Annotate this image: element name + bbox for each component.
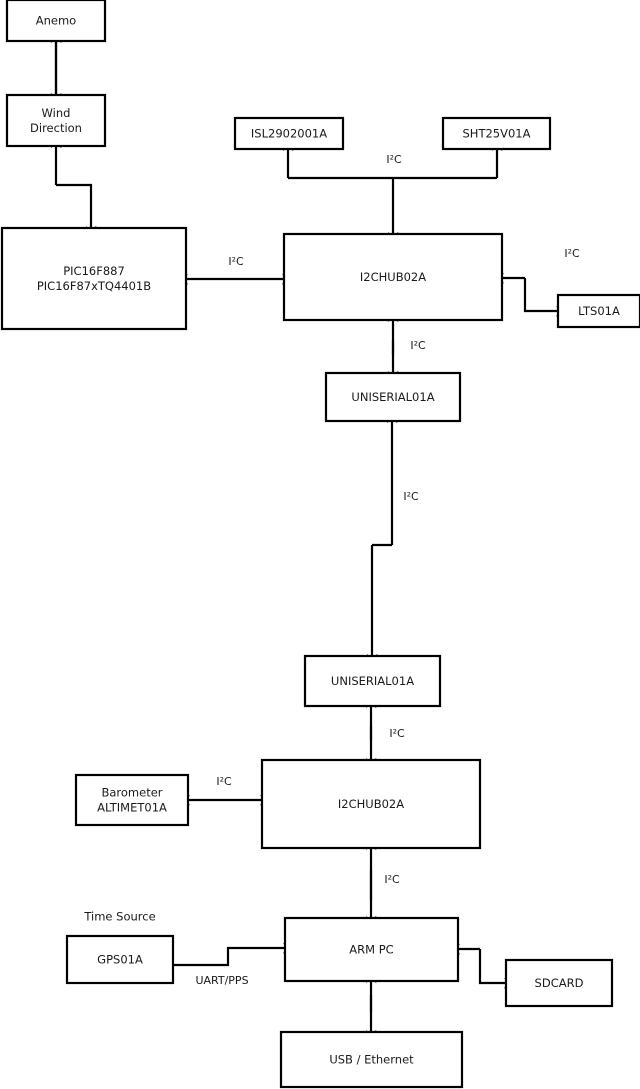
edge-label-lbl-uniserial-hub2: I²C bbox=[389, 727, 405, 740]
node-label-usbeth: USB / Ethernet bbox=[329, 1052, 414, 1066]
node-label-line: UNISERIAL01A bbox=[331, 674, 414, 688]
node-box-wind[interactable] bbox=[5, 93, 107, 148]
node-label-line: Barometer bbox=[101, 785, 162, 799]
label-layer: I²C I²C I²C I²C I²C I²C I²C I²C UART/PPS Time Sou… bbox=[83, 153, 580, 987]
node-label-line: SHT25V01A bbox=[463, 126, 531, 140]
connector-c-pic-wind-elbow bbox=[56, 183, 91, 228]
node-box-isl[interactable] bbox=[233, 116, 345, 151]
edge-label-lbl-uniserial-link: I²C bbox=[403, 490, 419, 503]
connector-c-gps-arm bbox=[173, 948, 285, 967]
node-armpc[interactable]: ARM PC bbox=[283, 916, 460, 983]
node-sht[interactable]: SHT25V01A bbox=[441, 116, 552, 151]
node-box-hub_bot[interactable] bbox=[260, 758, 482, 850]
node-box-armpc[interactable] bbox=[283, 916, 460, 983]
node-label-line: ALTIMET01A bbox=[97, 800, 167, 814]
node-label-line: Anemo bbox=[36, 13, 76, 27]
node-box-usbeth[interactable] bbox=[279, 1030, 464, 1089]
node-label-gps: GPS01A bbox=[97, 952, 143, 966]
node-label-lts: LTS01A bbox=[578, 304, 620, 318]
node-hub_bot[interactable]: I2CHUB02A bbox=[260, 758, 482, 850]
node-label-anemo: Anemo bbox=[36, 13, 76, 27]
node-label-line: GPS01A bbox=[97, 952, 143, 966]
node-box-sht[interactable] bbox=[441, 116, 552, 151]
node-box-barometer[interactable] bbox=[74, 773, 190, 827]
node-usbeth[interactable]: USB / Ethernet bbox=[279, 1030, 464, 1089]
edge-label-lbl-gps-armpc: UART/PPS bbox=[195, 974, 248, 987]
node-hub_top[interactable]: I2CHUB02A bbox=[282, 232, 504, 322]
node-label-line: UNISERIAL01A bbox=[351, 390, 434, 404]
edge-label-lbl-hub-lts: I²C bbox=[564, 247, 580, 260]
connector-c-sd-elbow bbox=[478, 949, 506, 983]
node-label-line: LTS01A bbox=[578, 304, 620, 318]
node-uniserial_lo[interactable]: UNISERIAL01A bbox=[303, 654, 442, 708]
node-label-line: USB / Ethernet bbox=[329, 1052, 414, 1066]
connector-c-lts-elbow bbox=[523, 278, 558, 311]
node-label-line: Wind bbox=[42, 106, 71, 120]
edge-label-lbl-baro-hub2: I²C bbox=[216, 775, 232, 788]
node-label-hub_top: I2CHUB02A bbox=[360, 270, 426, 284]
node-box-anemo[interactable] bbox=[5, 0, 107, 43]
node-box-pic[interactable] bbox=[0, 226, 188, 331]
node-label-line: ARM PC bbox=[349, 942, 393, 956]
node-label-hub_bot: I2CHUB02A bbox=[338, 797, 404, 811]
node-isl[interactable]: ISL2902001A bbox=[233, 116, 345, 151]
node-box-gps[interactable] bbox=[65, 934, 175, 985]
connector-layer bbox=[56, 41, 558, 1032]
node-sdcard[interactable]: SDCARD bbox=[504, 958, 614, 1008]
node-box-sdcard[interactable] bbox=[504, 958, 614, 1008]
node-label-sdcard: SDCARD bbox=[535, 976, 584, 990]
node-lts[interactable]: LTS01A bbox=[556, 293, 640, 329]
edge-label-lbl-hub-uniserial: I²C bbox=[410, 339, 426, 352]
node-box-lts[interactable] bbox=[556, 293, 640, 329]
node-label-line: I2CHUB02A bbox=[360, 270, 426, 284]
edge-label-lbl-pic-hub: I²C bbox=[228, 255, 244, 268]
node-box-uniserial_lo[interactable] bbox=[303, 654, 442, 708]
node-label-uniserial_up: UNISERIAL01A bbox=[351, 390, 434, 404]
node-uniserial_up[interactable]: UNISERIAL01A bbox=[324, 371, 462, 423]
edge-label-lbl-hub-bus: I²C bbox=[386, 153, 402, 166]
edge-label-lbl-hub2-armpc: I²C bbox=[384, 873, 400, 886]
node-label-line: SDCARD bbox=[535, 976, 584, 990]
node-gps[interactable]: GPS01A bbox=[65, 934, 175, 985]
node-label-line: ISL2902001A bbox=[251, 126, 327, 140]
node-label-isl: ISL2902001A bbox=[251, 126, 327, 140]
free-label-lbl-time-source: Time Source bbox=[83, 910, 155, 924]
node-label-armpc: ARM PC bbox=[349, 942, 393, 956]
node-box-hub_top[interactable] bbox=[282, 232, 504, 322]
node-label-uniserial_lo: UNISERIAL01A bbox=[331, 674, 414, 688]
node-label-line: I2CHUB02A bbox=[338, 797, 404, 811]
node-label-sht: SHT25V01A bbox=[463, 126, 531, 140]
node-box-uniserial_up[interactable] bbox=[324, 371, 462, 423]
node-label-line: Direction bbox=[30, 121, 82, 135]
node-label-line: PIC16F887 bbox=[63, 264, 125, 278]
node-anemo[interactable]: Anemo bbox=[5, 0, 107, 43]
node-label-line: PIC16F87xTQ4401B bbox=[37, 279, 151, 293]
